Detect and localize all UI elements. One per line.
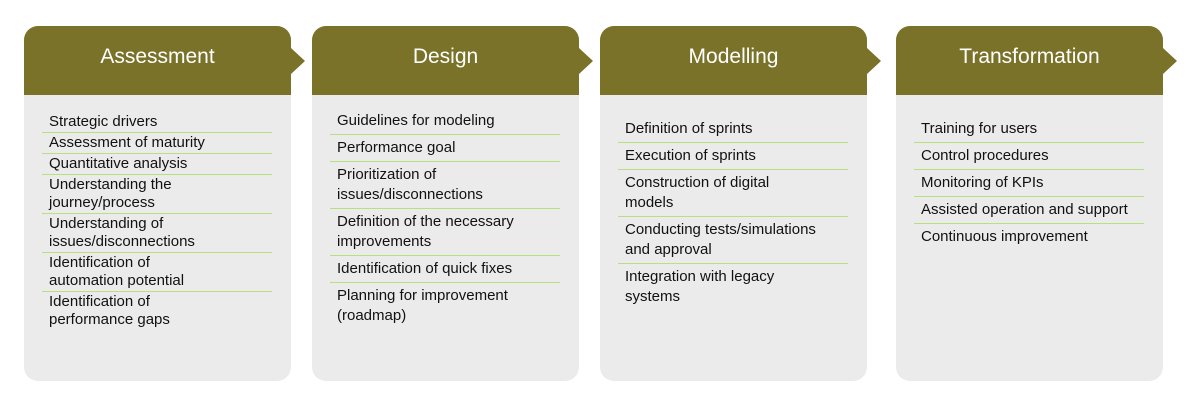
arrow-right-icon <box>867 48 881 74</box>
phase-header: Transformation <box>896 26 1177 95</box>
list-item: Construction of digital models <box>618 170 848 217</box>
list-item: Definition of sprints <box>618 116 848 143</box>
phase-title: Transformation <box>959 44 1100 68</box>
phase-card-assessment: Assessment Strategic drivers Assessment … <box>24 26 305 381</box>
list-item: Conducting tests/simulations and approva… <box>618 217 848 264</box>
arrow-right-icon <box>579 48 593 74</box>
list-item: Identification of automation potential <box>42 253 272 292</box>
phase-header: Modelling <box>600 26 881 95</box>
list-item: Monitoring of KPIs <box>914 170 1144 197</box>
list-item: Assessment of maturity <box>42 133 272 154</box>
phase-card-transformation: Transformation Training for users Contro… <box>896 26 1177 381</box>
phase-item-list: Training for users Control procedures Mo… <box>914 116 1144 250</box>
list-item: Guidelines for modeling <box>330 108 560 135</box>
arrow-right-icon <box>1163 48 1177 74</box>
list-item: Prioritization of issues/disconnections <box>330 162 560 209</box>
phase-card-design: Design Guidelines for modeling Performan… <box>312 26 593 381</box>
phase-header: Design <box>312 26 593 95</box>
list-item: Strategic drivers <box>42 112 272 133</box>
phase-item-list: Guidelines for modeling Performance goal… <box>330 108 560 329</box>
list-item: Identification of quick fixes <box>330 256 560 283</box>
phase-header: Assessment <box>24 26 305 95</box>
list-item: Execution of sprints <box>618 143 848 170</box>
list-item: Understanding the journey/process <box>42 175 272 214</box>
phase-title: Assessment <box>100 44 215 68</box>
phase-card-modelling: Modelling Definition of sprints Executio… <box>600 26 881 381</box>
list-item: Integration with legacy systems <box>625 268 775 305</box>
list-item: Identification of performance gaps <box>49 293 170 328</box>
phase-title: Modelling <box>688 44 779 68</box>
list-item: Definition of the necessary improvements <box>330 209 560 256</box>
list-item: Assisted operation and support <box>914 197 1144 224</box>
phase-item-list: Strategic drivers Assessment of maturity… <box>42 112 272 330</box>
phase-title: Design <box>412 44 479 68</box>
list-item: Understanding of issues/disconnections <box>42 214 272 253</box>
list-item: Training for users <box>914 116 1144 143</box>
list-item: Control procedures <box>914 143 1144 170</box>
list-item: Performance goal <box>330 135 560 162</box>
arrow-right-icon <box>291 48 305 74</box>
list-item: Quantitative analysis <box>42 154 272 175</box>
list-item: Continuous improvement <box>921 228 1088 245</box>
list-item: Planning for improvement (roadmap) <box>337 287 508 324</box>
phase-item-list: Definition of sprints Execution of sprin… <box>618 116 848 310</box>
